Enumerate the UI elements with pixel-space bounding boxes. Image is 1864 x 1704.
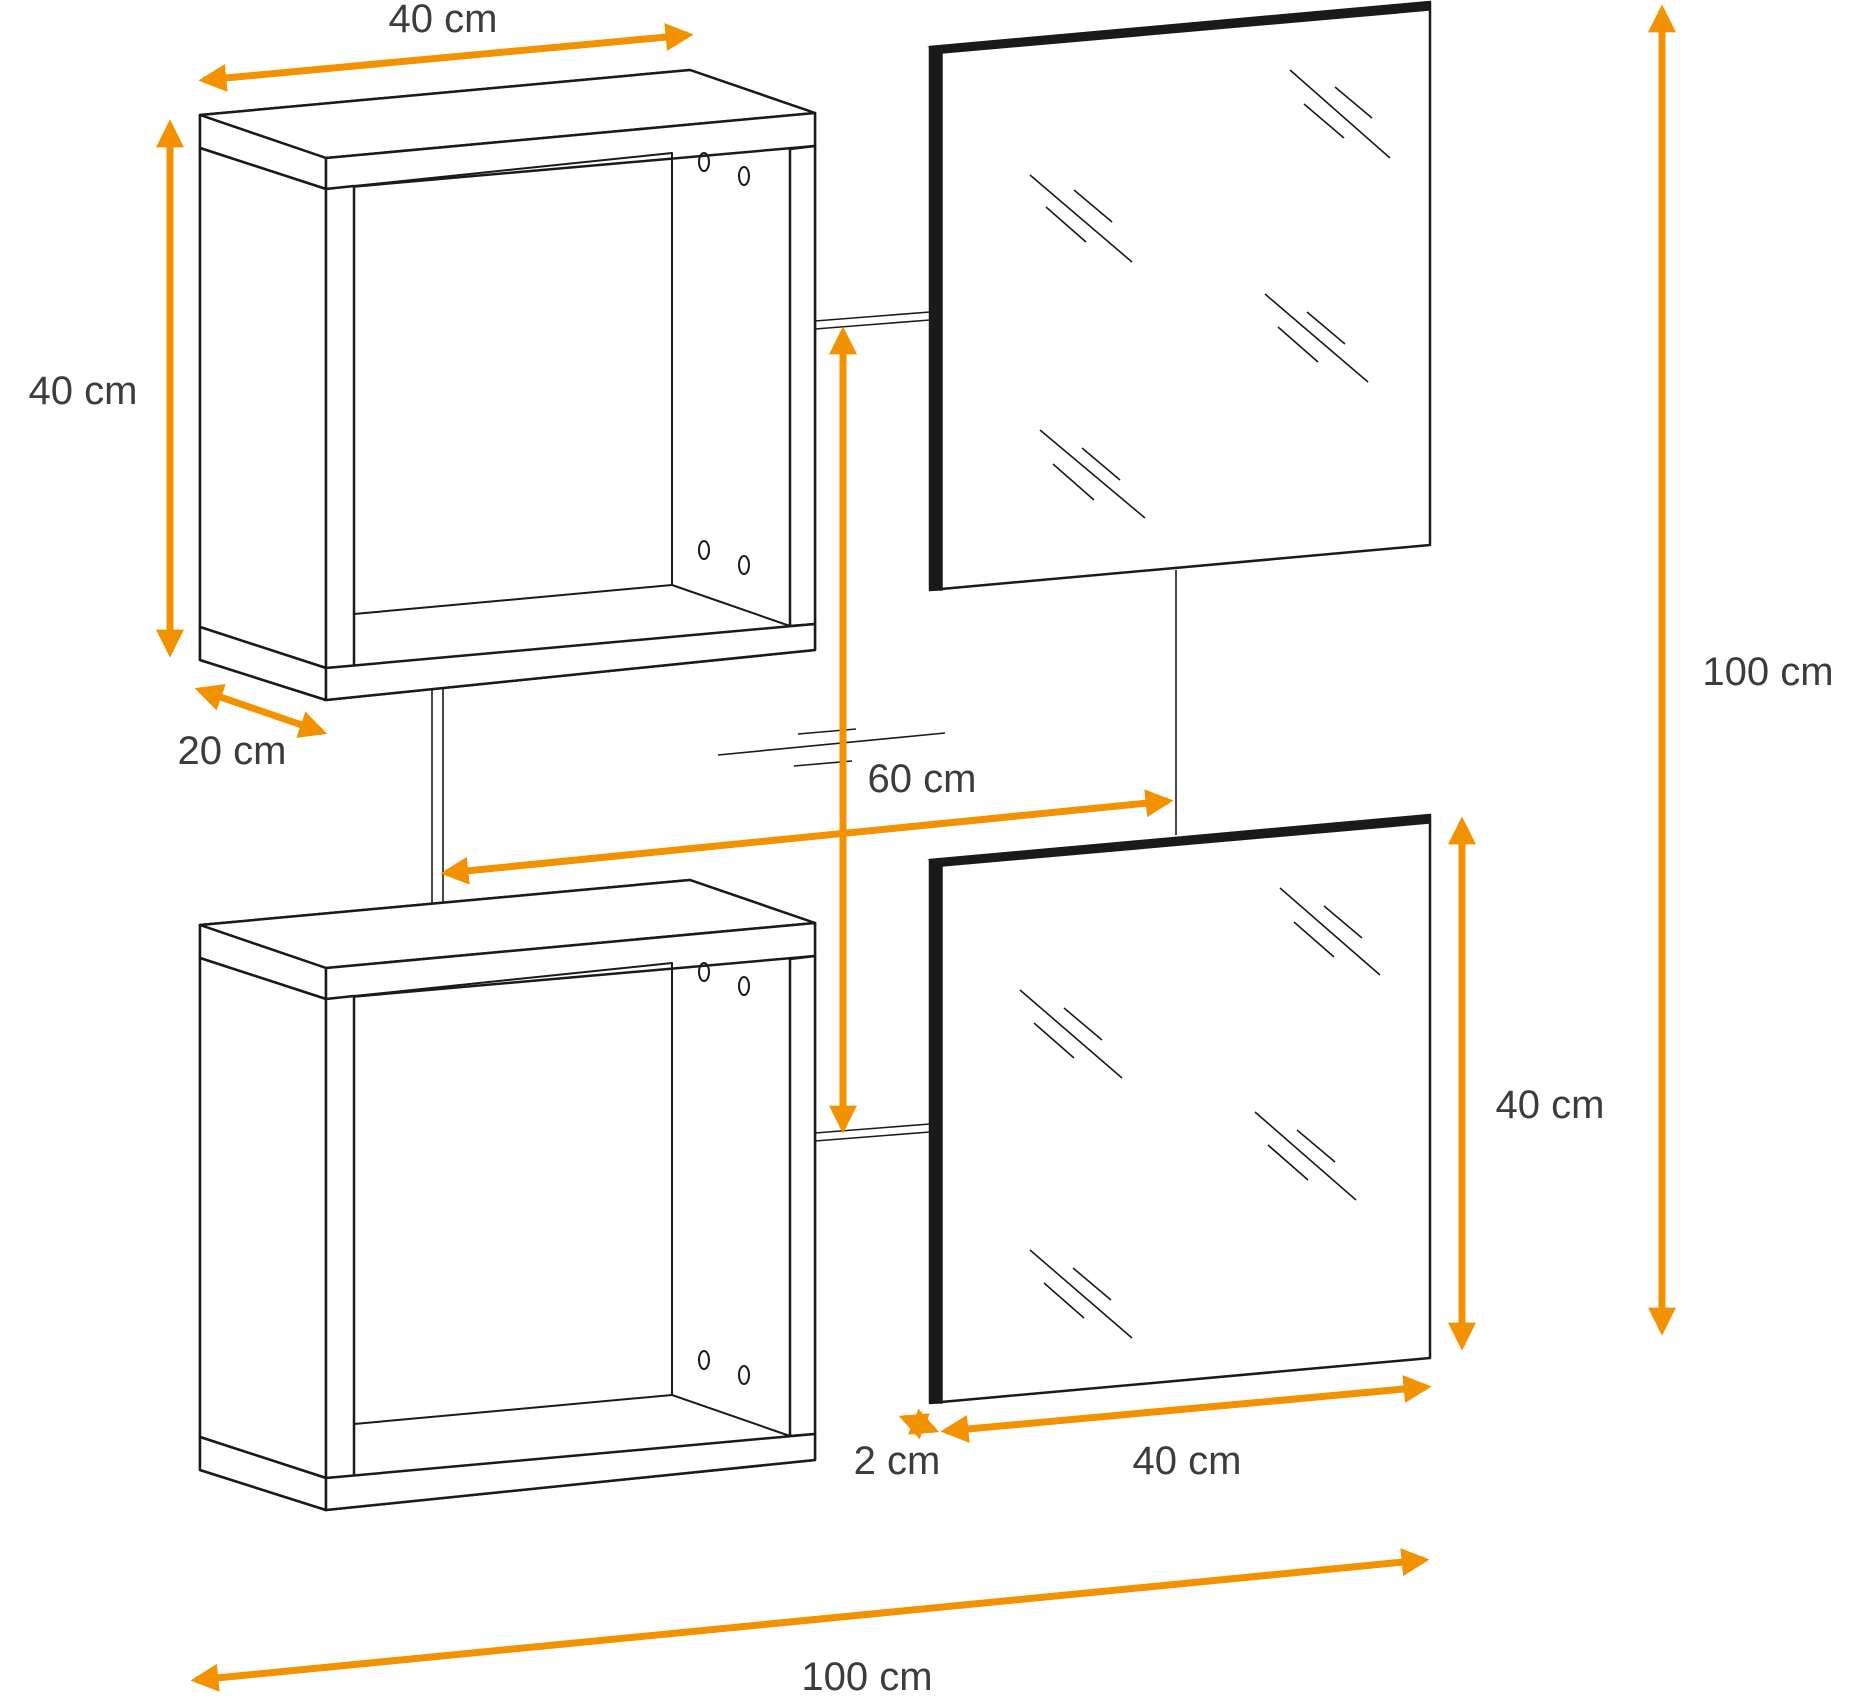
label-mirror-width: 40 cm (1133, 1439, 1242, 1483)
mirror-top (927, 0, 1432, 592)
label-total-width: 100 cm (801, 1655, 932, 1699)
cube-shelf-bottom (198, 878, 817, 1512)
label-total-height: 100 cm (1702, 650, 1833, 694)
total-width-arrow (190, 1548, 1430, 1692)
dimension-labels: 40 cm 40 cm 20 cm 60 cm 100 cm 40 cm 2 c… (29, 0, 1834, 1699)
label-cube-depth: 20 cm (178, 729, 287, 773)
mirror-thickness-arrow (898, 1408, 940, 1440)
dimension-arrows (156, 4, 1676, 1692)
mirror-width-arrow (940, 1375, 1432, 1443)
label-cube-height: 40 cm (29, 369, 138, 413)
mirror-bottom (927, 813, 1432, 1405)
glass-reflection-marks (1029, 69, 1391, 519)
label-cube-width: 40 cm (389, 0, 498, 41)
cube-width-arrow (198, 23, 694, 92)
cube-depth-arrow (194, 684, 328, 738)
cube-shelf-top (198, 68, 817, 702)
label-gap-width: 60 cm (868, 757, 977, 801)
glass-reflection-marks (1019, 887, 1381, 1339)
label-mirror-thickness: 2 cm (854, 1439, 941, 1483)
gap-width-arrow (440, 789, 1174, 885)
label-mirror-height: 40 cm (1496, 1083, 1605, 1127)
